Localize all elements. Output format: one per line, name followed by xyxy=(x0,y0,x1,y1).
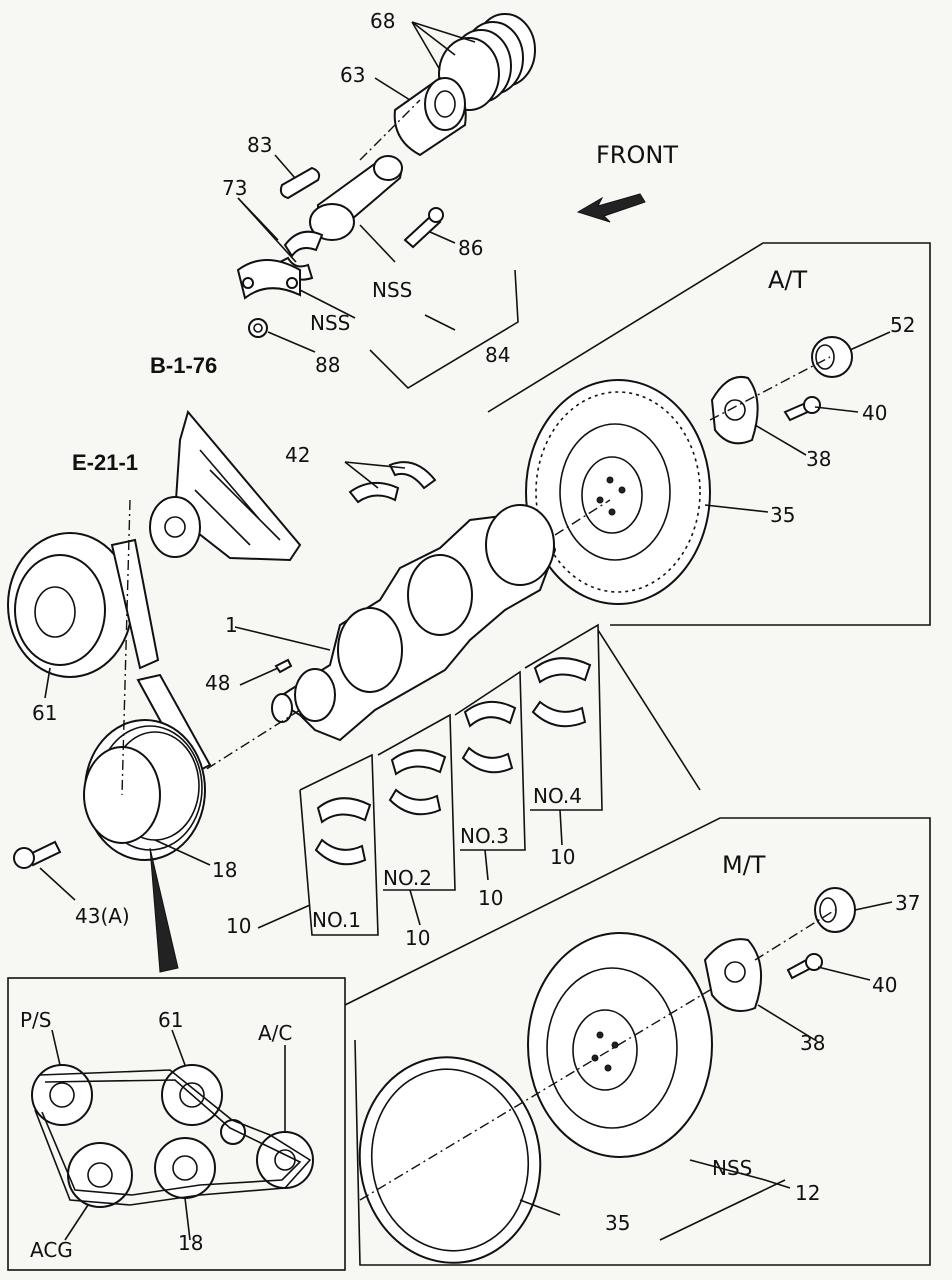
connecting-rod xyxy=(309,155,404,241)
belt-routing xyxy=(31,1064,314,1208)
at-flexplate xyxy=(525,379,711,605)
label-48: 48 xyxy=(205,671,230,695)
main-bearing-shells xyxy=(314,657,592,866)
label-inset-acg: ACG xyxy=(30,1238,73,1262)
label-88: 88 xyxy=(315,353,340,377)
bearing-box-no3 xyxy=(454,670,526,851)
label-inset-ps: P/S xyxy=(20,1008,52,1032)
label-inset-61: 61 xyxy=(158,1008,183,1032)
crankshaft xyxy=(271,504,557,742)
label-no4: NO.4 xyxy=(533,784,582,808)
at-bolt xyxy=(783,396,821,422)
label-40-at: 40 xyxy=(862,401,887,425)
label-no2: NO.2 xyxy=(383,866,432,890)
thrust-washers xyxy=(348,461,437,504)
label-no3: NO.3 xyxy=(460,824,509,848)
at-panel-border xyxy=(487,242,931,626)
pulley-61 xyxy=(7,532,133,678)
water-pump xyxy=(149,409,302,562)
label-10-no3: 10 xyxy=(478,886,503,910)
label-front: FRONT xyxy=(596,141,678,169)
label-10-no2: 10 xyxy=(405,926,430,950)
rod-nut xyxy=(248,318,268,338)
rod-cap xyxy=(236,259,301,300)
damper-pulley xyxy=(83,719,206,861)
label-ref-e-21-1: E-21-1 xyxy=(72,450,138,475)
at-pilot-bushing xyxy=(811,336,853,378)
at-plate xyxy=(710,376,759,445)
centerline-7 xyxy=(359,99,421,161)
label-1: 1 xyxy=(225,613,238,637)
label-38-mt: 38 xyxy=(800,1031,825,1055)
label-ref-b-1-76: B-1-76 xyxy=(150,353,217,378)
label-42: 42 xyxy=(285,443,310,467)
centerline-2 xyxy=(554,499,611,536)
label-10-no1: 10 xyxy=(226,914,251,938)
centerline-3 xyxy=(709,356,831,421)
label-inset-18: 18 xyxy=(178,1231,203,1255)
label-73: 73 xyxy=(222,176,247,200)
label-52: 52 xyxy=(890,313,915,337)
label-35-at: 35 xyxy=(770,503,795,527)
label-no1: NO.1 xyxy=(312,908,361,932)
bearing-leader xyxy=(597,629,701,791)
label-mt: M/T xyxy=(722,851,766,879)
label-63: 63 xyxy=(340,63,365,87)
label-12: 12 xyxy=(795,1181,820,1205)
leader-lines xyxy=(39,21,893,1241)
label-61: 61 xyxy=(32,701,57,725)
label-nss-cap: NSS xyxy=(310,311,350,335)
label-84: 84 xyxy=(485,343,510,367)
bearing-box-no1 xyxy=(299,753,379,936)
inset-pointer xyxy=(149,847,179,973)
label-nss-rod: NSS xyxy=(372,278,412,302)
flywheel xyxy=(527,932,713,1158)
centerline-5 xyxy=(754,909,836,961)
bearing-box-no4 xyxy=(524,623,603,811)
piston xyxy=(393,76,467,157)
ring-gear xyxy=(358,1056,542,1264)
bearing-box-no2 xyxy=(377,713,456,891)
front-arrow-icon xyxy=(576,193,646,223)
pulley-bolt xyxy=(13,840,62,869)
inset-border xyxy=(7,977,346,1271)
label-86: 86 xyxy=(458,236,483,260)
label-inset-ac: A/C xyxy=(258,1021,292,1045)
label-38-at: 38 xyxy=(806,447,831,471)
rod-bolt xyxy=(403,207,444,249)
label-35-mt: 35 xyxy=(605,1211,630,1235)
label-83: 83 xyxy=(247,133,272,157)
label-43a: 43(A) xyxy=(75,904,130,928)
piston-pin xyxy=(279,166,321,200)
label-68: 68 xyxy=(370,9,395,33)
label-nss-flywheel: NSS xyxy=(712,1156,752,1180)
label-37: 37 xyxy=(895,891,920,915)
crank-key xyxy=(274,658,293,674)
mt-panel-border xyxy=(344,817,931,1266)
label-18: 18 xyxy=(212,858,237,882)
mt-bolt xyxy=(786,953,823,980)
label-at: A/T xyxy=(768,266,808,294)
mt-plate xyxy=(703,938,763,1012)
label-40-mt: 40 xyxy=(872,973,897,997)
centerline-4 xyxy=(359,989,711,1201)
centerline-6 xyxy=(121,499,131,796)
label-10-no4: 10 xyxy=(550,845,575,869)
